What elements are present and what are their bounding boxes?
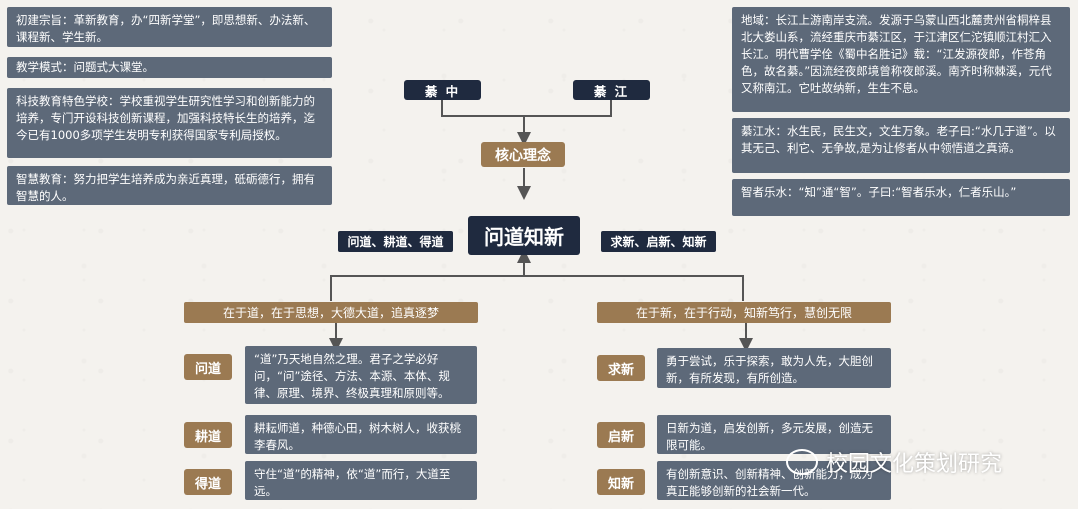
node-qijiang: 綦 江 xyxy=(573,80,650,100)
tag-dedao: 得道 xyxy=(184,469,232,495)
top-merge-line xyxy=(441,100,612,117)
main-title: 问道知新 xyxy=(468,216,580,255)
side-label-right: 求新、启新、知新 xyxy=(601,231,716,252)
left-info-box: 教学模式：问题式大课堂。 xyxy=(7,57,332,78)
item-text-qixin: 日新为道，启发创新，多元发展，创造无限可能。 xyxy=(657,415,891,454)
tag-qixin: 启新 xyxy=(597,422,645,448)
item-text-dedao: 守住“道”的精神，依“道”而行，大道至远。 xyxy=(245,461,477,500)
watermark: 校园文化策划研究 xyxy=(786,446,1002,478)
watermark-text: 校园文化策划研究 xyxy=(826,452,1003,477)
branch-merge-line xyxy=(330,275,744,301)
branch-right: 在于新，在于行动，知新笃行，慧创无限 xyxy=(597,302,891,323)
tag-qiuxin: 求新 xyxy=(597,355,645,381)
left-info-box: 科技教育特色学校：学校重视学生研究性学习和创新能力的培养，专门开设科技创新课程，… xyxy=(7,88,332,158)
branch-left: 在于道，在于思想，大德大道，追真逐梦 xyxy=(184,302,478,323)
item-text-qiuxin: 勇于尝试，乐于探索，敢为人先，大胆创新，有所发现，有所创造。 xyxy=(657,348,891,388)
tag-zhixin: 知新 xyxy=(597,469,645,495)
left-info-box: 初建宗旨：革新教育，办“四新学堂”，即思想新、办法新、课程新、学生新。 xyxy=(7,7,332,47)
left-info-box: 智慧教育：努力把学生培养成为亲近真理，砥砺德行，拥有智慧的人。 xyxy=(7,166,332,205)
tag-wendao: 问道 xyxy=(184,354,232,380)
tag-gengdao: 耕道 xyxy=(184,422,232,448)
side-label-left: 问道、耕道、得道 xyxy=(338,231,453,252)
right-info-box: 智者乐水：“知”通“智”。子曰:“智者乐水，仁者乐山。” xyxy=(732,179,1070,216)
core-concept-label: 核心理念 xyxy=(481,142,565,167)
node-qizhong: 綦 中 xyxy=(404,80,481,100)
item-text-zhixin: 有创新意识、创新精神、创新能力，成为真正能够创新的社会新一代。 xyxy=(657,461,891,500)
right-info-box: 綦江水：水生民，民生文，文生万象。老子曰:“水几于道”。以其无己、利它、无争故,… xyxy=(732,118,1070,173)
right-info-box: 地域：长江上游南岸支流。发源于乌蒙山西北麓贵州省桐梓县北大娄山系，流经重庆市綦江… xyxy=(732,7,1070,112)
item-text-gengdao: 耕耘师道，种德心田，树木树人，收获桃李春风。 xyxy=(245,415,477,454)
item-text-wendao: “道”乃天地自然之理。君子之学必好问，“问”途径、方法、本源、本体、规律、原理、… xyxy=(245,346,477,404)
wechat-icon xyxy=(786,449,818,475)
